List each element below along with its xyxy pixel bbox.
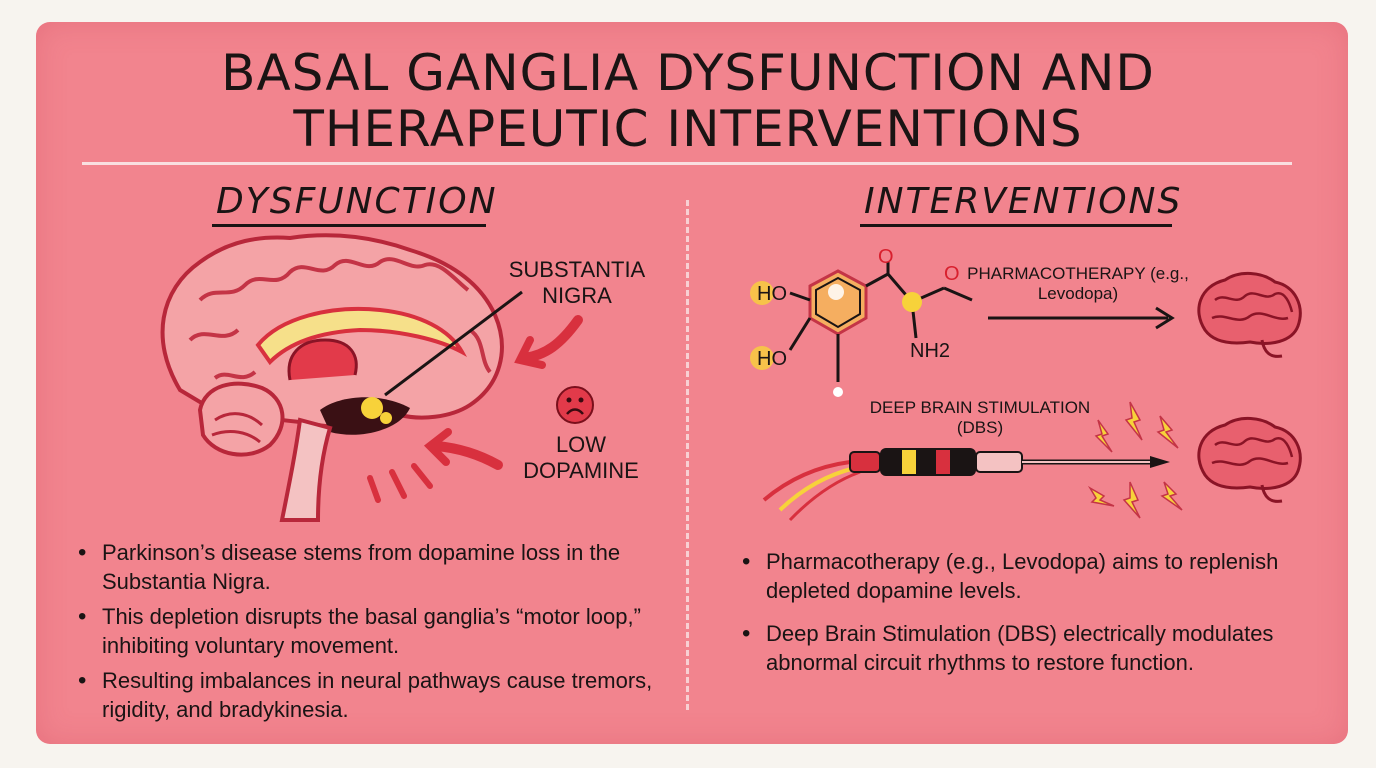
hydroxyl-label-top: HO	[757, 283, 787, 305]
amine-label: NH2	[910, 340, 951, 362]
hydroxyl-label-bottom: HO	[757, 348, 787, 370]
interventions-heading-underline	[860, 224, 1172, 227]
page-title-line-1: BASAL GANGLIA DYSFUNCTION AND	[221, 44, 1155, 102]
list-item: Deep Brain Stimulation (DBS) electricall…	[740, 619, 1300, 677]
dysfunction-heading-underline	[212, 224, 486, 227]
brain-icon	[1197, 417, 1302, 503]
title-divider	[82, 162, 1292, 165]
dbs-label: DEEP BRAIN STIMULATION (DBS)	[869, 398, 1091, 438]
brain-sagittal-icon	[160, 233, 523, 522]
oxygen-label-side: O	[944, 263, 960, 285]
list-item: Parkinson’s disease stems from dopamine …	[76, 538, 676, 596]
lightning-spark-icon	[1087, 401, 1183, 519]
list-item: Pharmacotherapy (e.g., Levodopa) aims to…	[740, 547, 1300, 605]
interventions-heading: INTERVENTIONS	[864, 181, 1183, 222]
dopamine-molecule-icon	[750, 262, 973, 397]
arrow-icon	[367, 315, 583, 503]
dysfunction-heading: DYSFUNCTION	[216, 181, 498, 222]
dysfunction-bullet-list: Parkinson’s disease stems from dopamine …	[76, 538, 676, 730]
dbs-electrode-icon	[762, 448, 1170, 522]
oxygen-label-top: O	[878, 246, 894, 268]
list-item: Resulting imbalances in neural pathways …	[76, 666, 676, 724]
interventions-bullet-list: Pharmacotherapy (e.g., Levodopa) aims to…	[740, 547, 1300, 691]
substantia-nigra-label: SUBSTANTIA NIGRA	[508, 257, 646, 309]
arrow-icon	[988, 306, 1175, 330]
low-dopamine-label: LOW DOPAMINE	[523, 432, 639, 484]
sad-face-icon	[556, 386, 594, 424]
page-title-line-2: THERAPEUTIC INTERVENTIONS	[293, 100, 1083, 158]
pharmacotherapy-label: PHARMACOTHERAPY (e.g., Levodopa)	[967, 264, 1189, 304]
column-divider	[686, 200, 689, 710]
brain-icon	[1197, 272, 1302, 358]
list-item: This depletion disrupts the basal gangli…	[76, 602, 676, 660]
